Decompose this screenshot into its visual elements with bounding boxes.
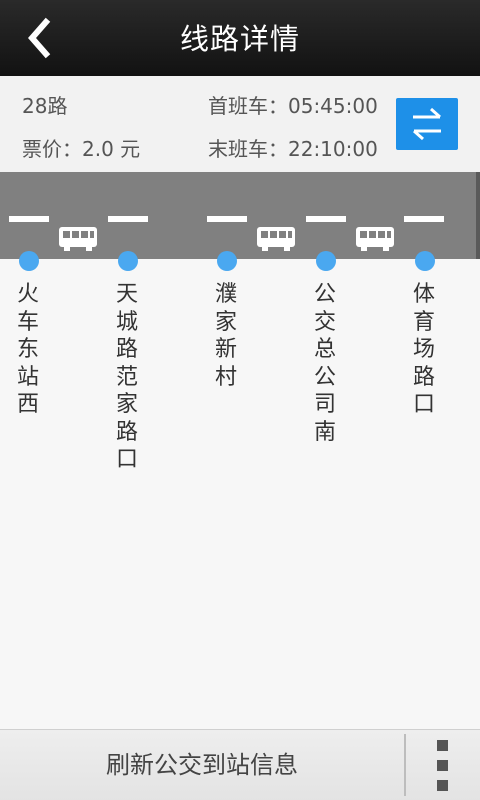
route-info-panel: 28路 票价：2.0 元 首班车：05:45:00 末班车：22:10:00: [0, 76, 480, 172]
first-bus-time: 首班车：05:45:00: [208, 94, 378, 118]
more-menu-button[interactable]: [428, 738, 458, 794]
refresh-arrival-button[interactable]: 刷新公交到站信息: [106, 751, 298, 779]
route-segment: [207, 216, 247, 222]
station-dot: [217, 251, 237, 271]
station-name: 体育场路口: [413, 282, 436, 417]
station-dot: [415, 251, 435, 271]
station-dot: [118, 251, 138, 271]
station-dot: [19, 251, 39, 271]
station-name: 濮家新村: [215, 282, 238, 390]
bus-icon: [356, 227, 394, 251]
swap-direction-button[interactable]: [396, 98, 458, 150]
bus-icon: [257, 227, 295, 251]
bottom-action-bar: 刷新公交到站信息: [0, 729, 480, 800]
back-button[interactable]: [18, 16, 62, 60]
last-bus-time: 末班车：22:10:00: [208, 137, 378, 161]
route-segment: [9, 216, 49, 222]
bus-icon: [59, 227, 97, 251]
station-name: 天城路范家路口: [116, 282, 139, 472]
page-title: 线路详情: [179, 22, 300, 56]
route-strip-edge: [476, 172, 480, 259]
station-list: 火车东站西 天城路范家路口 濮家新村 公交总公司南 体育场路口: [0, 251, 480, 729]
route-segment: [108, 216, 148, 222]
fare-text: 票价：2.0 元: [22, 137, 141, 161]
chevron-left-icon: [28, 17, 51, 59]
station-dot: [316, 251, 336, 271]
station-name: 火车东站西: [17, 282, 40, 417]
route-segment: [306, 216, 346, 222]
swap-direction-icon: [413, 107, 441, 141]
title-bar: 线路详情: [0, 0, 480, 76]
route-segment: [404, 216, 444, 222]
divider: [404, 734, 406, 796]
route-name: 28路: [22, 94, 68, 118]
station-name: 公交总公司南: [314, 282, 337, 445]
route-line-strip: [0, 172, 476, 259]
